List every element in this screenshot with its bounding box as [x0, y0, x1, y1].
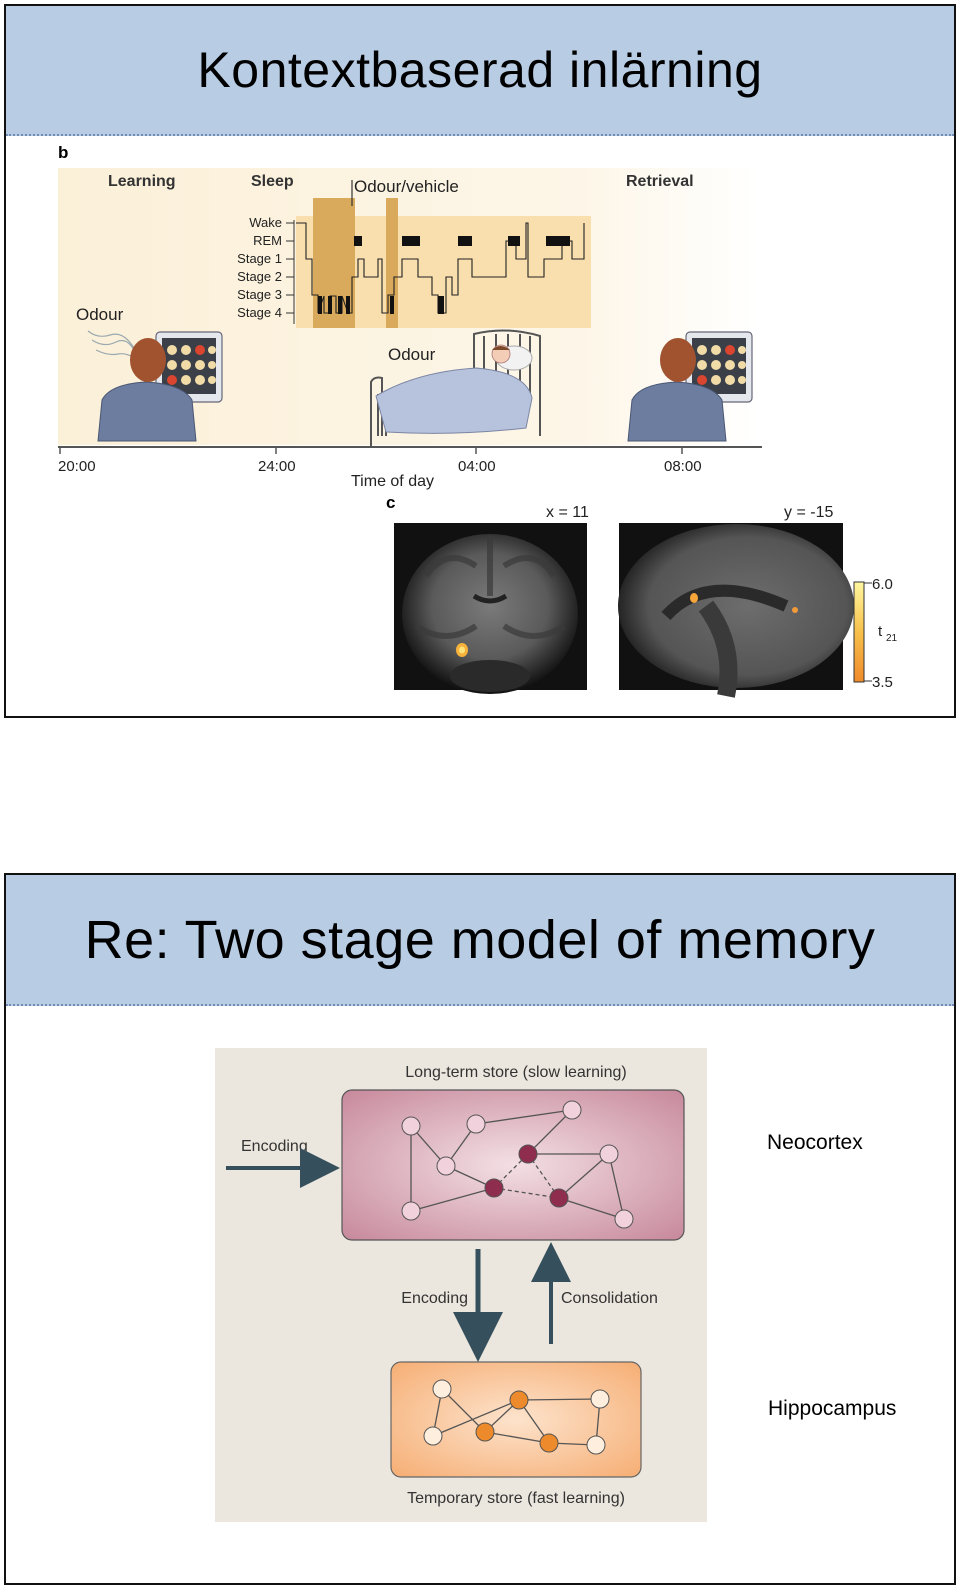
colorbar-min-label: 3.5: [872, 674, 893, 691]
brain-sagittal-scan: [618, 523, 854, 698]
colorbar-stat-subscript: 21: [886, 633, 898, 644]
hypnogram-axis: [286, 220, 295, 324]
slide-title: Re: Two stage model of memory: [84, 909, 876, 970]
coronal-coordinate-label: x = 11: [546, 504, 589, 521]
figure-sleep-odour: b Learning Sleep Retrieval Odour/vehicle…: [58, 143, 898, 698]
time-tick-2400: 24:00: [258, 458, 296, 475]
stage-rem-label: REM: [253, 233, 282, 248]
stage-2-label: Stage 2: [237, 269, 282, 284]
title-band: Kontextbaserad inlärning: [6, 6, 954, 136]
colorbar-stat-label: t: [878, 623, 883, 640]
time-tick-2000: 20:00: [58, 458, 96, 475]
phase-sleep-label: Sleep: [251, 173, 294, 190]
stage-1-label: Stage 1: [237, 251, 282, 266]
title-band: Re: Two stage model of memory: [6, 875, 954, 1006]
time-axis-ticks: [59, 447, 683, 454]
figure-two-stage-model: Long-term store (slow learning): [215, 1048, 707, 1522]
phase-retrieval-label: Retrieval: [626, 173, 694, 190]
panel-c-label: c: [386, 493, 395, 512]
panel-b-label: b: [58, 143, 68, 162]
stage-3-label: Stage 3: [237, 287, 282, 302]
slide-title: Kontextbaserad inlärning: [197, 42, 763, 98]
hypnogram-stage-labels: Wake REM Stage 1 Stage 2 Stage 3 Stage 4: [237, 215, 282, 320]
time-tick-0800: 08:00: [664, 458, 702, 475]
rem-episodes: [354, 236, 570, 246]
temporary-store-box: [390, 1361, 642, 1478]
colorbar: 6.0 3.5 t 21: [853, 576, 898, 691]
deep-sleep-episodes: [318, 296, 444, 314]
sagittal-coordinate-label: y = -15: [784, 504, 833, 521]
colorbar-max-label: 6.0: [872, 576, 893, 593]
neocortex-label: Neocortex: [767, 1131, 863, 1154]
temporary-store-label: Temporary store (fast learning): [407, 1490, 625, 1507]
odour-label-learning: Odour: [76, 305, 124, 324]
stage-wake-label: Wake: [249, 215, 282, 230]
encoding-down-label: Encoding: [401, 1290, 468, 1307]
hippocampus-label: Hippocampus: [768, 1397, 897, 1420]
long-term-store-box: [341, 1089, 685, 1241]
slide-contextual-learning: Kontextbaserad inlärning: [4, 4, 956, 718]
bed-icon: [370, 329, 541, 446]
temporary-network-nodes: [423, 1379, 610, 1455]
brain-coronal-scan: [394, 523, 587, 694]
time-tick-labels: 20:00 24:00 04:00 08:00: [58, 458, 702, 475]
time-axis-label: Time of day: [351, 473, 434, 490]
person-at-monitor-icon: [627, 331, 753, 442]
slide-two-stage-model: Re: Two stage model of memory Long-term …: [4, 873, 956, 1585]
long-term-store-label: Long-term store (slow learning): [405, 1064, 626, 1081]
odour-label-sleep: Odour: [388, 345, 436, 364]
encoding-input-label: Encoding: [241, 1138, 308, 1155]
time-tick-0400: 04:00: [458, 458, 496, 475]
stage-4-label: Stage 4: [237, 305, 282, 320]
consolidation-label: Consolidation: [561, 1290, 658, 1307]
phase-learning-label: Learning: [108, 173, 176, 190]
long-term-network-nodes: [401, 1100, 634, 1229]
person-at-monitor-icon: [97, 331, 223, 442]
stimulus-label: Odour/vehicle: [354, 177, 459, 196]
